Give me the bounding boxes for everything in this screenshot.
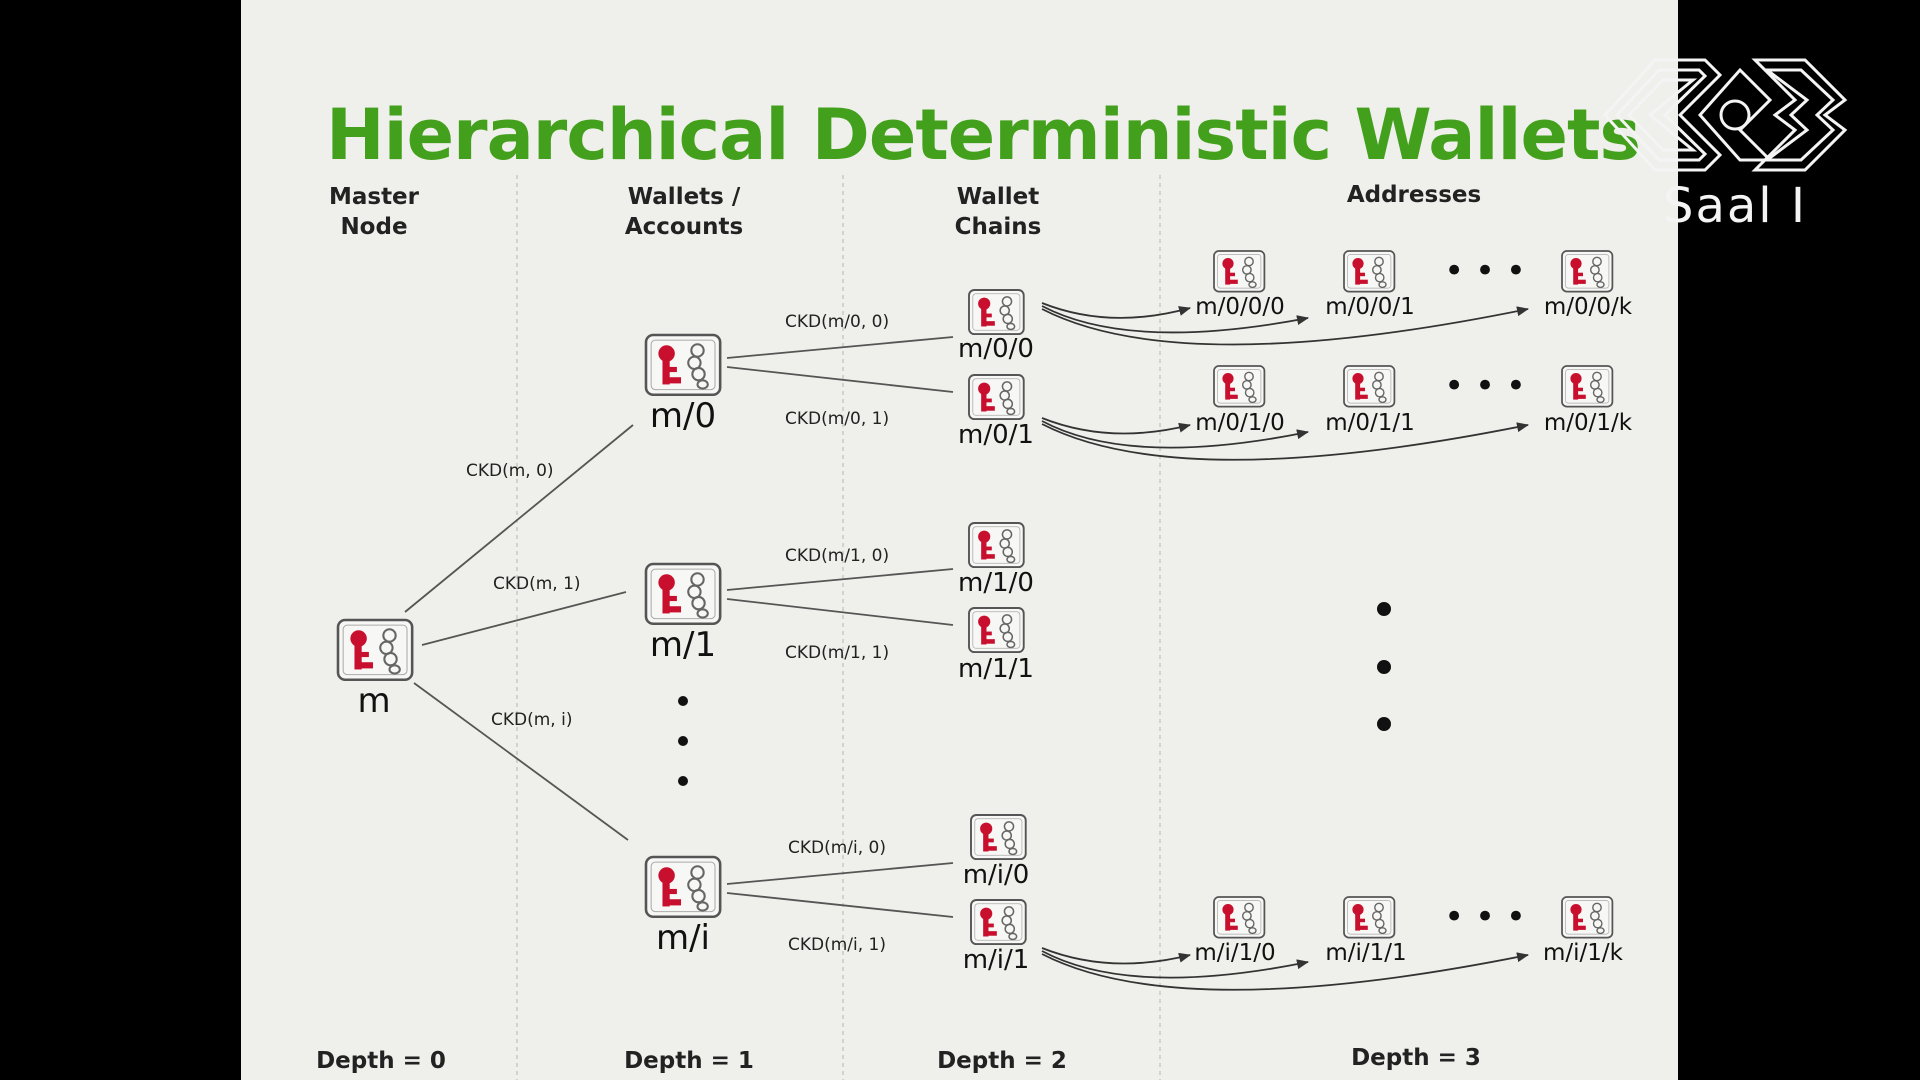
address-node: m/0/0/k: [1544, 250, 1633, 320]
address-node: m/i/1/0: [1194, 896, 1276, 966]
key-chain-icon: [970, 899, 1027, 946]
node-label: m/i/1: [963, 945, 1030, 975]
key-chain-icon: [1561, 365, 1614, 408]
key-chain-icon: [1343, 896, 1396, 939]
edge-label: CKD(m/i, 0): [788, 838, 886, 858]
edge-label: CKD(m, 1): [493, 574, 581, 594]
edge-label: CKD(m, 0): [466, 461, 554, 481]
key-chain-icon: [1343, 365, 1396, 408]
node-label: m/i: [656, 918, 710, 958]
account-edges: [726, 336, 954, 918]
address-node: m/0/1/k: [1544, 365, 1633, 436]
chain-node: m/i/0: [963, 814, 1030, 890]
node-label: m/0/0/k: [1544, 294, 1633, 320]
key-chain-icon: [1213, 365, 1266, 408]
column-header-line: Master: [329, 184, 420, 210]
key-chain-icon: [1561, 896, 1614, 939]
key-chain-icon: [968, 374, 1025, 421]
node-label: m/0/1/0: [1195, 410, 1285, 436]
account-node: m/i: [644, 855, 722, 958]
chain-node: m/i/1: [963, 899, 1030, 975]
column-header-line: Node: [340, 214, 407, 240]
ellipsis: • • •: [1444, 366, 1526, 406]
depth-label-0: Depth = 0: [316, 1048, 446, 1074]
key-chain-icon: [644, 333, 722, 397]
node-label: m/1/1: [958, 654, 1034, 684]
edge-label: CKD(m/1, 0): [785, 546, 889, 566]
room-logo: Saal I: [1595, 50, 1855, 240]
edge-label: CKD(m/i, 1): [788, 935, 886, 955]
key-chain-icon: [336, 618, 414, 682]
chain-node: m/1/1: [958, 607, 1034, 684]
key-chain-icon: [1343, 250, 1396, 293]
master-node: m: [336, 618, 414, 721]
column-header-line: Addresses: [1347, 182, 1481, 208]
edge-label: CKD(m/0, 1): [785, 409, 889, 429]
slide: [241, 0, 1678, 1080]
node-label: m: [357, 681, 390, 721]
key-chain-icon: [644, 855, 722, 919]
node-label: m/0/1/1: [1325, 410, 1415, 436]
address-ellipsis: [1377, 602, 1391, 731]
column-header-line: Accounts: [625, 214, 743, 240]
edge-label: CKD(m/0, 0): [785, 312, 889, 332]
key-chain-icon: [1213, 896, 1266, 939]
ellipsis: • • •: [1444, 251, 1526, 291]
address-node: m/0/1/0: [1195, 365, 1285, 436]
key-chain-icon: [1213, 250, 1266, 293]
address-row: m/i/1/0 m/i/1/1 • • • m/i/1/k: [1194, 896, 1624, 966]
congress-logo-icon: [1602, 58, 1848, 172]
depth-label-3: Depth = 3: [1351, 1045, 1481, 1071]
column-header-accounts: Wallets / Accounts: [625, 184, 743, 240]
node-label: m/i/1/k: [1543, 940, 1624, 966]
room-name: Saal I: [1663, 178, 1808, 234]
node-label: m/1: [650, 625, 716, 665]
node-label: m/i/1/1: [1325, 940, 1406, 966]
edge-label: CKD(m, i): [491, 710, 572, 730]
master-edges: [404, 424, 634, 841]
depth-label-1: Depth = 1: [624, 1048, 754, 1074]
chain-node: m/0/0: [958, 289, 1034, 364]
address-node: m/0/0/1: [1325, 250, 1415, 320]
account-ellipsis: [678, 696, 688, 786]
address-row: m/0/1/0 m/0/1/1 • • • m/0/1/k: [1195, 365, 1633, 436]
key-chain-icon: [968, 289, 1025, 336]
node-label: m/0/1: [958, 420, 1034, 450]
column-header-master: Master Node: [329, 184, 420, 240]
node-label: m/i/0: [963, 860, 1030, 890]
account-node: m/0: [644, 333, 722, 436]
column-header-addresses: Addresses: [1347, 182, 1481, 208]
key-chain-icon: [968, 522, 1025, 569]
node-label: m/0: [650, 396, 716, 436]
address-node: m/i/1/1: [1325, 896, 1407, 966]
column-header-line: Chains: [955, 214, 1042, 240]
key-chain-icon: [968, 607, 1025, 654]
slide-title: Hierarchical Deterministic Wallets: [326, 94, 1641, 176]
column-header-chains: Wallet Chains: [955, 184, 1042, 240]
node-label: m/i/1/0: [1194, 940, 1275, 966]
node-label: m/1/0: [958, 568, 1034, 598]
address-node: m/i/1/k: [1543, 896, 1624, 966]
account-node: m/1: [644, 562, 722, 665]
column-separators: [516, 175, 1161, 1080]
address-arrows: [1041, 302, 1529, 991]
node-label: m/0/0/1: [1325, 294, 1415, 320]
node-label: m/0/0/0: [1195, 294, 1285, 320]
address-row: m/0/0/0 m/0/0/1 • • • m/0/0/k: [1195, 250, 1633, 320]
chain-node: m/0/1: [958, 374, 1034, 450]
node-label: m/0/1/k: [1544, 410, 1633, 436]
ellipsis: • • •: [1444, 897, 1526, 937]
column-header-line: Wallet: [957, 184, 1039, 210]
depth-label-2: Depth = 2: [937, 1048, 1067, 1074]
chain-node: m/1/0: [958, 522, 1034, 598]
address-node: m/0/0/0: [1195, 250, 1285, 320]
key-chain-icon: [1561, 250, 1614, 293]
key-chain-icon: [970, 814, 1027, 861]
node-label: m/0/0: [958, 334, 1034, 364]
column-header-line: Wallets /: [628, 184, 741, 210]
edge-label: CKD(m/1, 1): [785, 643, 889, 663]
key-chain-icon: [644, 562, 722, 626]
address-node: m/0/1/1: [1325, 365, 1415, 436]
